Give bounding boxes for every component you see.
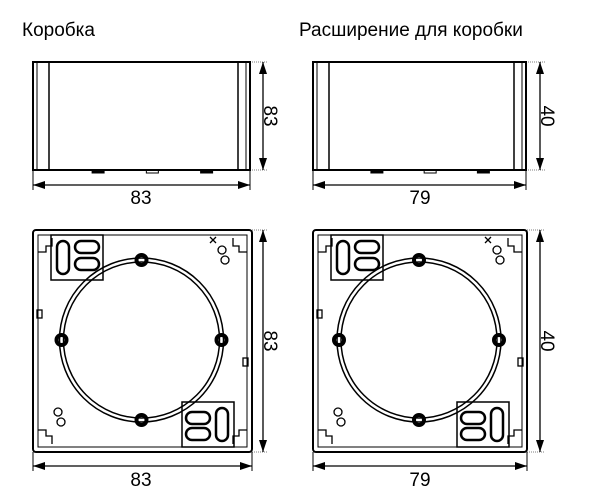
foot-tab bbox=[370, 169, 384, 174]
small-hole bbox=[220, 255, 230, 265]
terminal-block bbox=[50, 234, 104, 281]
terminal-slot bbox=[73, 256, 101, 272]
foot-tab bbox=[200, 169, 214, 174]
mounting-ring-inner bbox=[340, 261, 498, 419]
corner-latch bbox=[507, 238, 522, 253]
box-side-view bbox=[32, 61, 251, 174]
corner-latch bbox=[318, 238, 333, 253]
terminal-slot bbox=[184, 426, 212, 442]
terminal-slot bbox=[335, 239, 351, 276]
screw-hole bbox=[134, 413, 149, 427]
terminal-slot bbox=[459, 426, 487, 442]
small-hole bbox=[492, 245, 502, 255]
corner-latch bbox=[232, 429, 247, 444]
corner-latch bbox=[318, 429, 333, 444]
terminal-block bbox=[456, 401, 510, 448]
terminal-slot bbox=[459, 410, 487, 426]
small-hole bbox=[495, 255, 505, 265]
side-clip bbox=[517, 357, 524, 367]
box-title: Коробка bbox=[22, 20, 95, 41]
screw-hole bbox=[134, 253, 149, 267]
dimension-lines bbox=[32, 229, 268, 471]
small-hole bbox=[333, 407, 343, 417]
box-outline bbox=[32, 61, 251, 171]
side-clip bbox=[36, 309, 43, 319]
screw-hole bbox=[412, 253, 426, 267]
terminal-slot bbox=[55, 239, 71, 276]
box-side-width-label: 83 bbox=[130, 188, 151, 209]
dimension-lines bbox=[312, 229, 545, 471]
extension-title: Расширение для коробки bbox=[299, 20, 523, 41]
foot-tab bbox=[423, 169, 437, 174]
terminal-slot bbox=[353, 239, 381, 255]
small-hole bbox=[53, 407, 63, 417]
ext-top-height-label: 40 bbox=[536, 330, 557, 351]
extension-side-view bbox=[312, 61, 527, 174]
terminal-block bbox=[181, 401, 235, 448]
extension-top-view bbox=[312, 229, 528, 453]
box-top-view bbox=[32, 229, 253, 453]
terminal-slot bbox=[353, 256, 381, 272]
ext-top-width-label: 79 bbox=[409, 470, 430, 491]
terminal-slot bbox=[489, 406, 505, 443]
box-outline bbox=[312, 229, 528, 453]
box-side-height-label: 83 bbox=[259, 105, 280, 126]
box-top-width-label: 83 bbox=[130, 470, 151, 491]
mounting-ring-outer bbox=[58, 257, 225, 423]
corner-latch bbox=[232, 238, 247, 253]
screw-hole bbox=[54, 333, 69, 347]
box-top-height-label: 83 bbox=[259, 330, 280, 351]
corner-latch bbox=[38, 429, 53, 444]
screw-hole bbox=[332, 333, 346, 347]
dimension-lines bbox=[312, 61, 545, 190]
inner-wall bbox=[317, 234, 523, 448]
terminal-slot bbox=[214, 406, 230, 443]
mounting-ring-inner bbox=[62, 261, 221, 419]
box-outline bbox=[312, 61, 527, 171]
box-outline bbox=[32, 229, 253, 453]
small-hole bbox=[336, 417, 346, 427]
screw-hole bbox=[492, 333, 506, 347]
terminal-block bbox=[330, 234, 384, 281]
ext-side-width-label: 79 bbox=[409, 188, 430, 209]
dimension-lines bbox=[32, 61, 268, 190]
terminal-slot bbox=[184, 410, 212, 426]
cross-mark bbox=[484, 236, 492, 244]
screw-hole bbox=[412, 413, 426, 427]
corner-latch bbox=[38, 238, 53, 253]
side-clip bbox=[242, 357, 249, 367]
inner-wall bbox=[37, 234, 248, 448]
terminal-slot bbox=[73, 239, 101, 255]
cross-mark bbox=[209, 236, 217, 244]
mounting-ring-outer bbox=[336, 257, 502, 423]
foot-tab bbox=[476, 169, 490, 174]
foot-tab bbox=[145, 169, 159, 174]
corner-latch bbox=[507, 429, 522, 444]
foot-tab bbox=[91, 169, 105, 174]
side-clip bbox=[316, 309, 323, 319]
small-hole bbox=[217, 245, 227, 255]
screw-hole bbox=[214, 333, 229, 347]
small-hole bbox=[56, 417, 66, 427]
ext-side-height-label: 40 bbox=[536, 105, 557, 126]
